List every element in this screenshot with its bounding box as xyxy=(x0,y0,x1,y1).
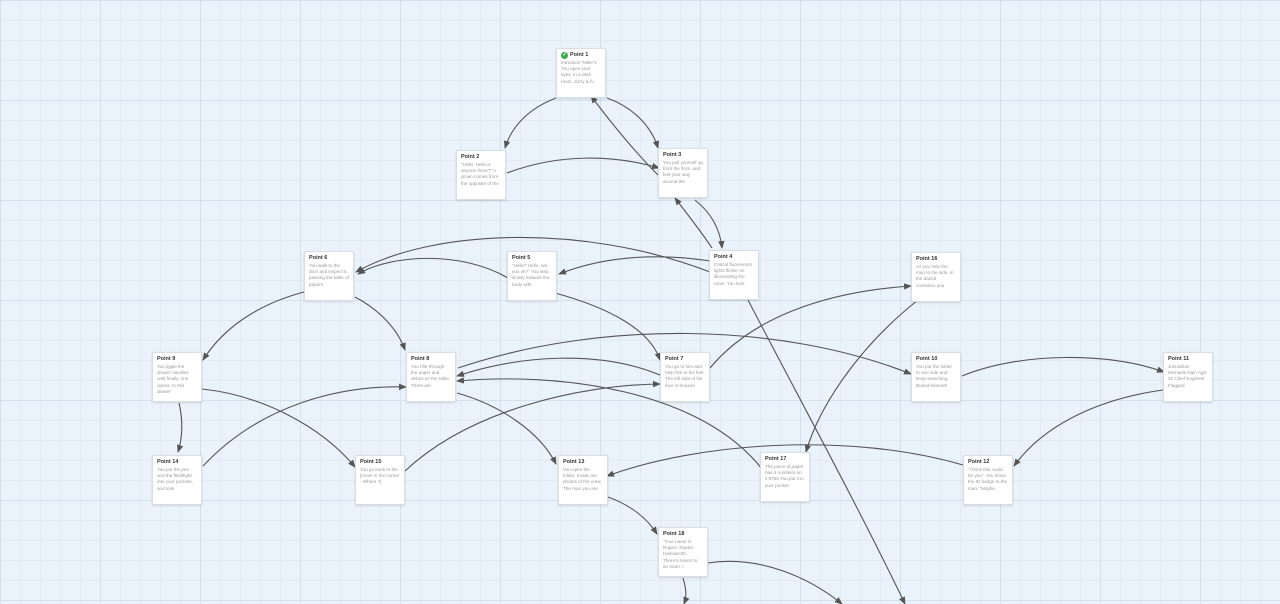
card-title-text: Point 6 xyxy=(309,255,328,261)
card-title-text: Point 14 xyxy=(157,459,179,465)
card-p15[interactable]: Point 15 You go back to the [move in the … xyxy=(355,455,405,505)
card-title-text: Point 4 xyxy=(714,254,733,260)
card-p16[interactable]: Point 16 As you help the man to the side,… xyxy=(911,252,961,302)
card-text: You open the folder. Inside are photos o… xyxy=(563,467,602,491)
card-text: "Hello. Hello is anyone there?" A groan … xyxy=(461,162,499,186)
card-p10[interactable]: Point 10 You put the folder to one side a… xyxy=(911,352,961,402)
card-text: You rifle through the paper and debris o… xyxy=(411,364,451,388)
card-p17[interactable]: Point 17 The piece of paper has 4 numbers… xyxy=(760,452,810,502)
card-title: Point 3 xyxy=(663,152,703,159)
card-title: Point 10 xyxy=(916,356,956,363)
edge-p1-p3 xyxy=(606,97,660,149)
card-p5[interactable]: Point 5 "Hello? Hello, are you ok?" You s… xyxy=(507,251,557,301)
card-title: Point 6 xyxy=(309,255,349,262)
edge-p9-p15 xyxy=(201,388,356,468)
card-p7[interactable]: Point 7 You go to him and help him to his… xyxy=(660,352,710,402)
card-title-text: Point 9 xyxy=(157,356,176,362)
card-title-text: Point 2 xyxy=(461,154,480,160)
edge-p18-down xyxy=(682,577,690,604)
card-text: You put the folder to one side and keep … xyxy=(916,364,952,388)
edge-p3-p1 xyxy=(590,95,659,176)
edge-p17-p8 xyxy=(456,377,763,470)
card-title: Point 17 xyxy=(765,456,805,463)
edge-p4-p3 xyxy=(674,197,713,249)
card-text: Introduce "Mike"1 You open your eyes, in… xyxy=(561,60,597,84)
card-title-text: Point 13 xyxy=(563,459,585,465)
edge-p16-p17 xyxy=(804,299,919,453)
card-text: Johnathan Michaels Nain Age: 31 Chief En… xyxy=(1168,364,1208,388)
edge-p5-p6 xyxy=(357,257,509,279)
card-title: Point 16 xyxy=(916,256,956,263)
card-title: Point 12 xyxy=(968,459,1008,466)
card-text: You put the pen and the flashlight into … xyxy=(157,467,194,491)
card-title-text: Point 8 xyxy=(411,356,430,362)
edge-p2-p3 xyxy=(506,157,660,174)
card-title-text: Point 17 xyxy=(765,456,787,462)
card-p3[interactable]: Point 3 You pull yourself up from the flo… xyxy=(658,148,708,198)
card-p11[interactable]: Point 11 Johnathan Michaels Nain Age: 31 … xyxy=(1163,352,1213,402)
card-p2[interactable]: Point 2 "Hello. Hello is anyone there?" A… xyxy=(456,150,506,200)
card-title: Point 13 xyxy=(563,459,603,466)
card-title-text: Point 16 xyxy=(916,256,938,262)
card-text: Critical fluorescent lights flicker on i… xyxy=(714,262,752,286)
card-p12[interactable]: Point 12 "I think this could be you". You… xyxy=(963,455,1013,505)
card-p6[interactable]: Point 6 You walk to the door and inspect … xyxy=(304,251,354,301)
card-title: Point 15 xyxy=(360,459,400,466)
card-text: "I think this could be you". You show th… xyxy=(968,467,1008,491)
edge-p13-p18 xyxy=(607,496,658,535)
card-p18[interactable]: Point 18 "Your name is Rupert. Rupert Hai… xyxy=(658,527,708,577)
card-title: Point 8 xyxy=(411,356,451,363)
card-text: You walk to the door and inspect it, pas… xyxy=(309,263,349,287)
card-title: Point 7 xyxy=(665,356,705,363)
edge-p8-p13 xyxy=(456,392,557,465)
card-text: You go to him and help him to his feet. … xyxy=(665,364,705,388)
edge-p6-p8 xyxy=(354,296,406,351)
card-title-text: Point 15 xyxy=(360,459,382,465)
edge-p3-p4 xyxy=(694,199,725,249)
card-title-text: Point 10 xyxy=(916,356,938,362)
card-title-text: Point 5 xyxy=(512,255,531,261)
edge-p6-p9 xyxy=(202,291,305,361)
check-icon: ✓ xyxy=(561,52,568,59)
card-title: Point 14 xyxy=(157,459,197,466)
edge-p5-p7 xyxy=(554,292,661,361)
card-p13[interactable]: Point 13 You open the folder. Inside are … xyxy=(558,455,608,505)
edge-p1-p2 xyxy=(503,97,557,149)
card-title: Point 5 xyxy=(512,255,552,262)
edge-p18-right xyxy=(707,560,843,604)
card-title-text: Point 18 xyxy=(663,531,685,537)
card-text: You jiggle the drawer handles until fina… xyxy=(157,364,189,394)
edge-p9-p14 xyxy=(177,402,184,453)
card-p9[interactable]: Point 9 You jiggle the drawer handles unt… xyxy=(152,352,202,402)
card-title: Point 18 xyxy=(663,531,703,538)
card-p14[interactable]: Point 14 You put the pen and the flashlig… xyxy=(152,455,202,505)
card-title: Point 2 xyxy=(461,154,501,161)
edge-p7-p8 xyxy=(456,357,661,377)
card-text: The piece of paper has 4 numbers on it 8… xyxy=(765,464,804,488)
card-text: "Your name is Rupert. Rupert Hainsworth.… xyxy=(663,539,698,569)
card-title: Point 9 xyxy=(157,356,197,363)
card-title-text: Point 11 xyxy=(1168,356,1190,362)
card-title-text: Point 3 xyxy=(663,152,682,158)
card-title: Point 11 xyxy=(1168,356,1208,363)
card-text: "Hello? Hello, are you ok?" You step slo… xyxy=(512,263,550,287)
card-text: As you help the man to the side, in the … xyxy=(916,264,954,288)
card-title: Point 4 xyxy=(714,254,754,261)
card-p4[interactable]: Point 4 Critical fluorescent lights flick… xyxy=(709,250,759,300)
edge-p10-p11 xyxy=(961,356,1165,377)
card-title-text: Point 12 xyxy=(968,459,990,465)
card-p8[interactable]: Point 8 You rifle through the paper and d… xyxy=(406,352,456,402)
card-title-text: Point 1 xyxy=(570,52,589,58)
card-title: ✓Point 1 xyxy=(561,52,601,59)
card-text: You pull yourself up from the floor, and… xyxy=(663,160,703,184)
card-text: You go back to the [move in the corner -… xyxy=(360,467,400,485)
card-title-text: Point 7 xyxy=(665,356,684,362)
edge-p4-p5 xyxy=(558,256,712,275)
edge-p11-p12 xyxy=(1013,389,1164,467)
